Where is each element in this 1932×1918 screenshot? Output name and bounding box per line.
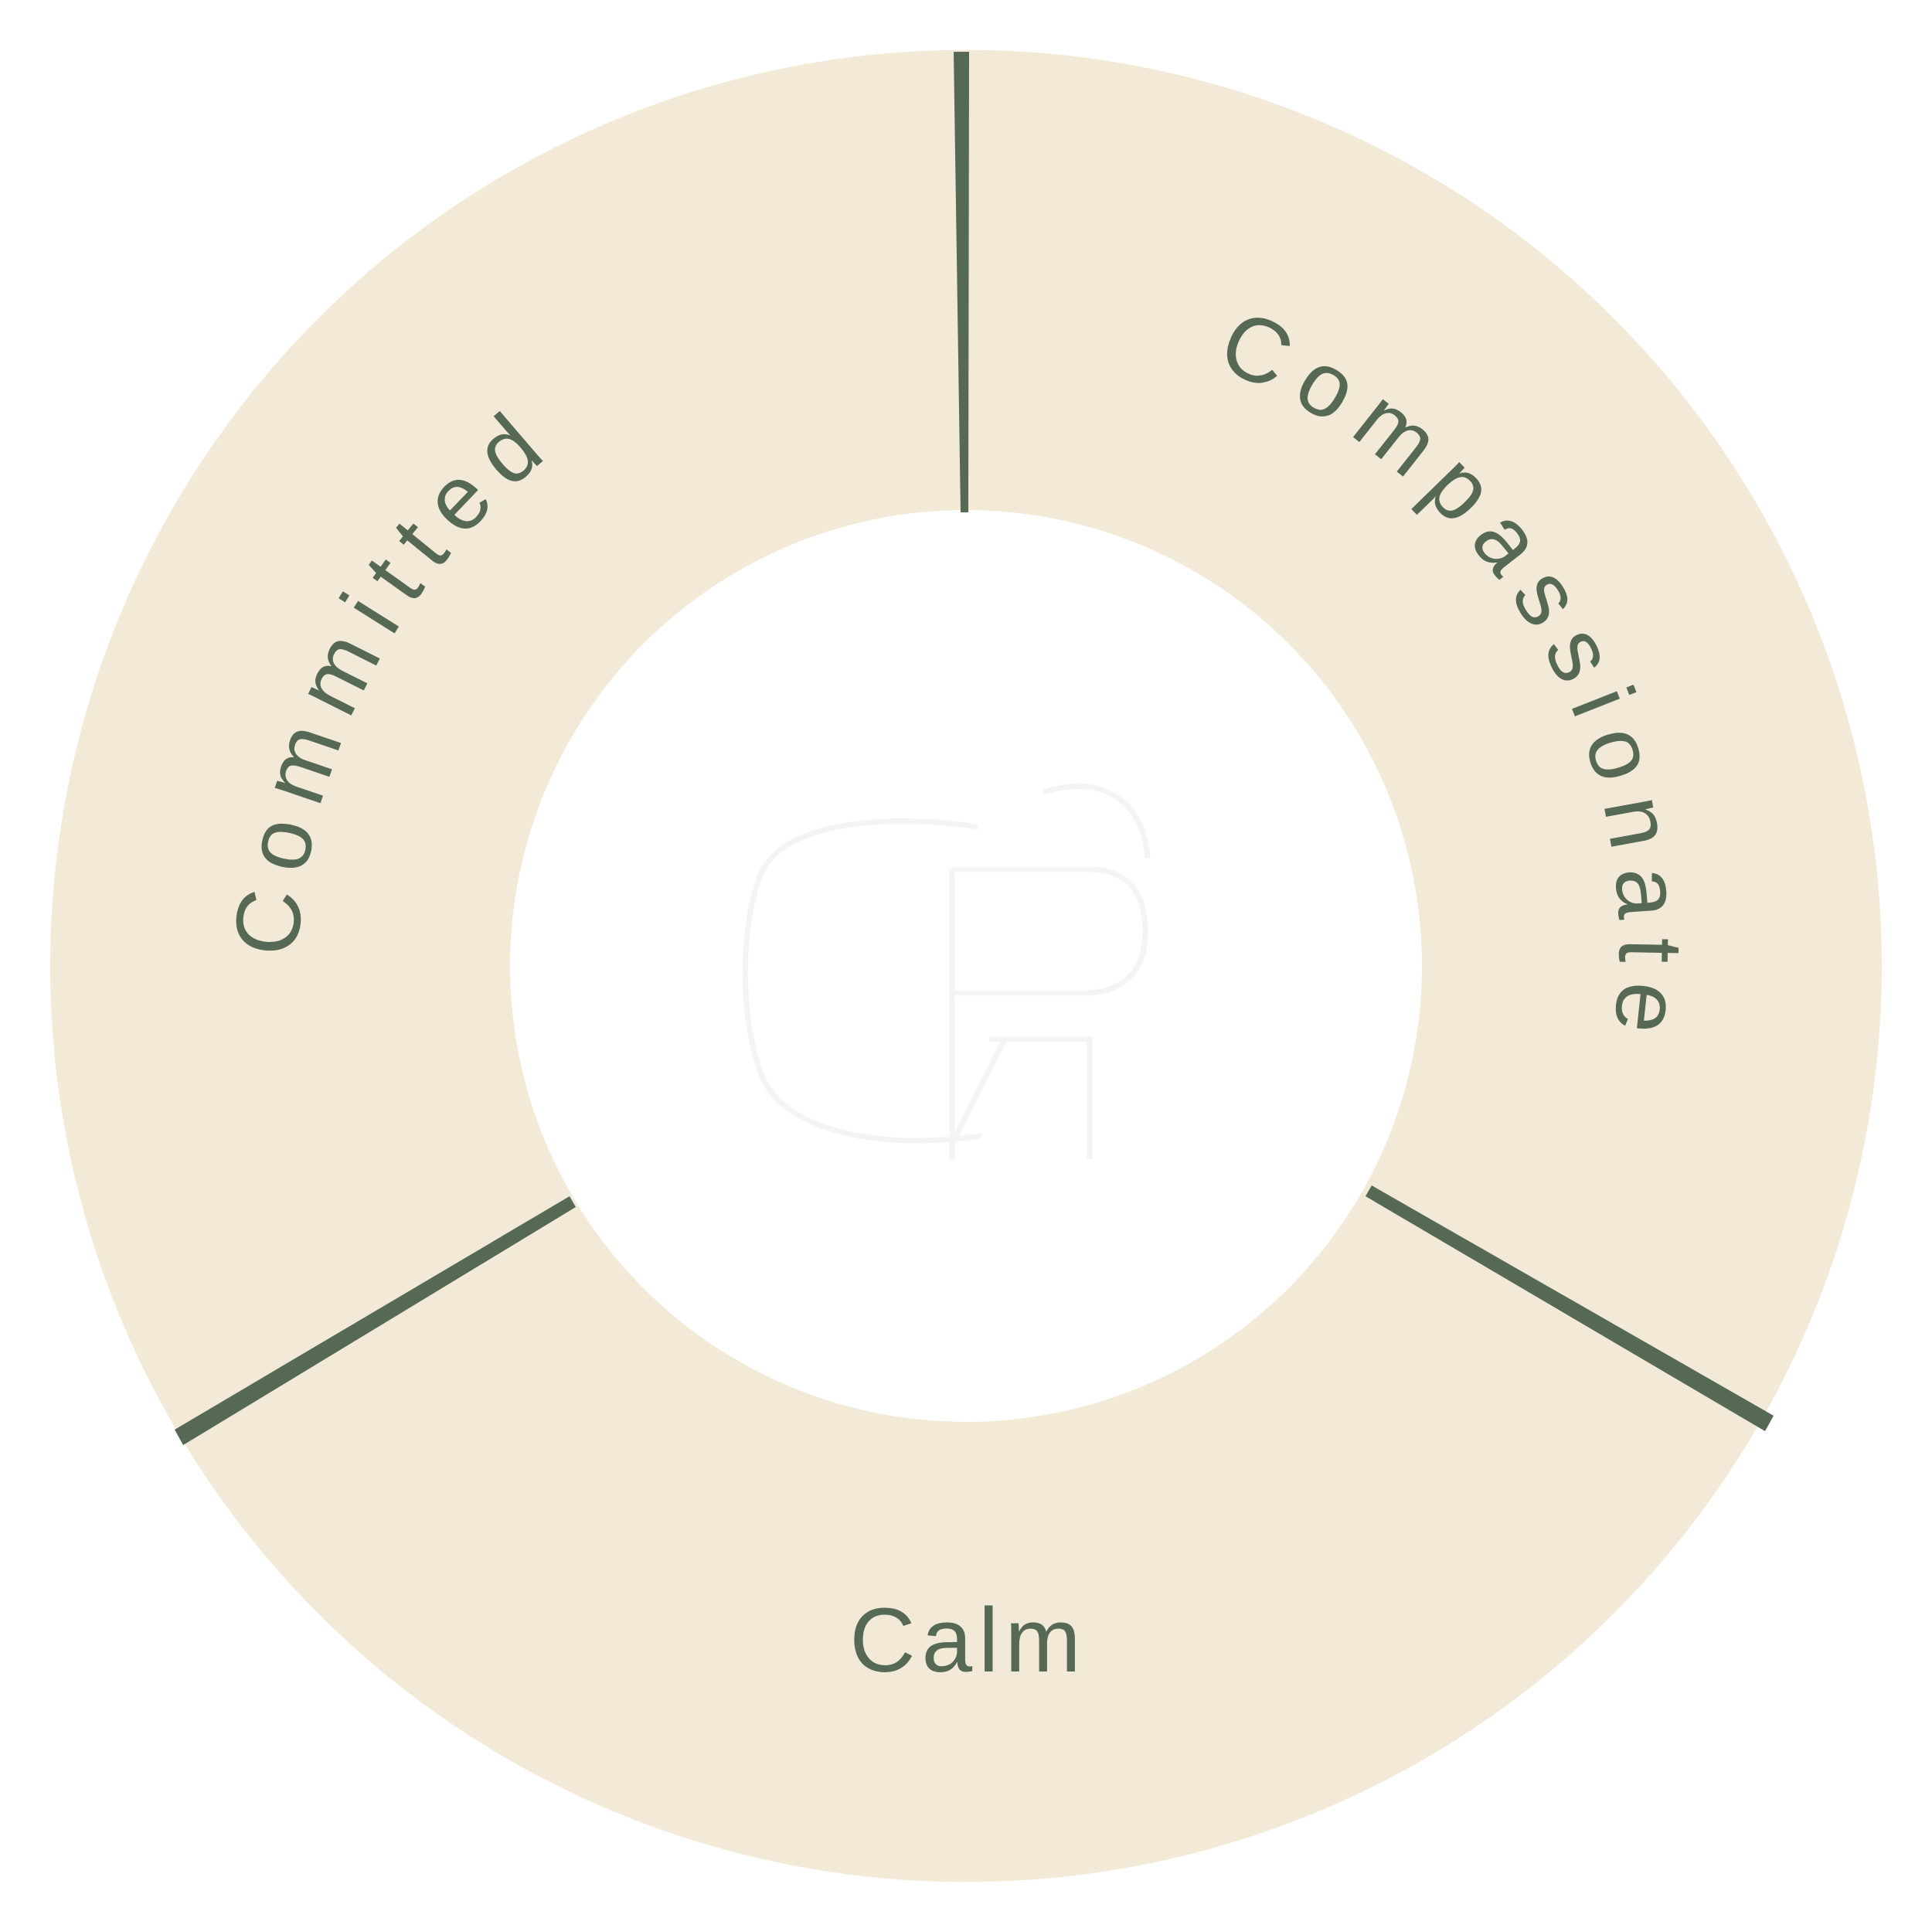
divider-top — [954, 52, 969, 512]
divider-left — [175, 1196, 576, 1445]
center-logo-icon — [742, 784, 1151, 1159]
label-calm: Calm — [849, 1590, 1087, 1692]
ring-band — [49, 49, 1883, 1882]
divider-right — [1366, 1185, 1774, 1431]
